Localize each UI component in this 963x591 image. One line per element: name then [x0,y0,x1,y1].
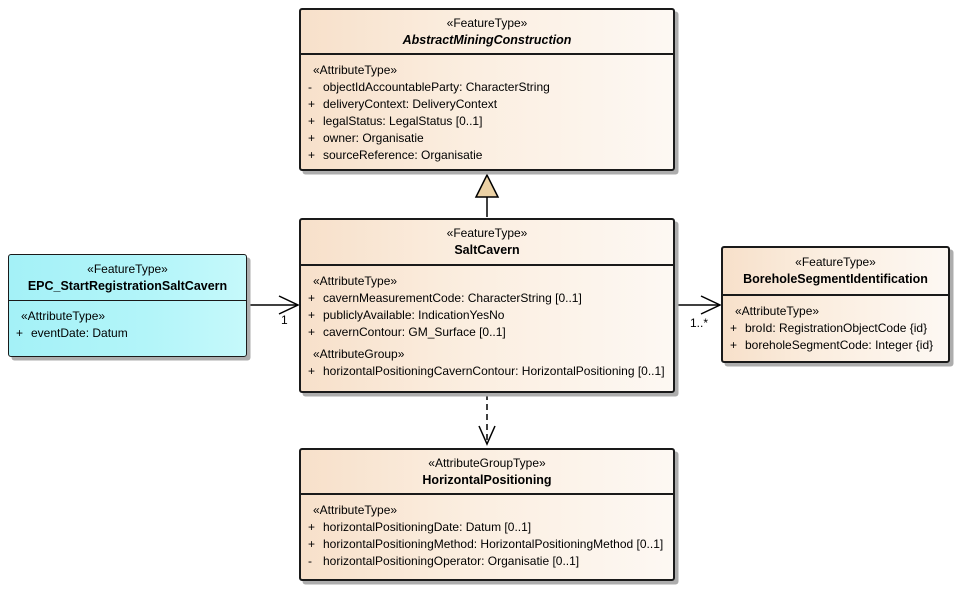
attribute-text: horizontalPositioningCavernContour: Hori… [323,364,665,378]
class-header: «FeatureType» SaltCavern [301,220,673,266]
class-horizontalpositioning[interactable]: «AttributeGroupType» HorizontalPositioni… [299,448,675,581]
attribute-row: + cavernContour: GM_Surface [0..1] [301,324,669,341]
attribute-row: + horizontalPositioningCavernContour: Ho… [301,363,669,380]
attribute-row: + legalStatus: LegalStatus [0..1] [301,113,669,130]
attribute-row: + horizontalPositioningDate: Datum [0..1… [301,519,669,536]
generalization-saltcavern-to-abstractminingconstruction[interactable] [474,173,500,217]
class-stereotype: «AttributeGroupType» [428,455,546,470]
attribute-text: eventDate: Datum [31,326,128,340]
attribute-row: + broId: RegistrationObjectCode {id} [723,320,944,337]
visibility-symbol: - [308,554,312,568]
class-saltcavern[interactable]: «FeatureType» SaltCavern «AttributeType»… [299,218,675,393]
multiplicity-label-saltcavern-borehole: 1..* [690,316,709,330]
class-name: AbstractMiningConstruction [402,32,572,47]
attribute-group-label: «AttributeType» [313,63,398,77]
generalization-triangle-icon [474,173,500,198]
class-attributes: «AttributeType» + eventDate: Datum [9,301,246,342]
visibility-symbol: + [308,148,316,162]
class-attributes: «AttributeType» + broId: RegistrationObj… [723,296,948,354]
attribute-group-label: «AttributeType» [313,503,398,517]
attribute-text: legalStatus: LegalStatus [0..1] [323,114,483,128]
visibility-symbol: + [308,308,316,322]
visibility-symbol: + [308,537,316,551]
class-header: «AttributeGroupType» HorizontalPositioni… [301,450,673,495]
visibility-symbol: + [308,97,316,111]
attribute-text: publiclyAvailable: IndicationYesNo [323,308,505,322]
open-arrowhead-icon [278,295,300,315]
attribute-text: horizontalPositioningOperator: Organisat… [323,554,580,568]
visibility-symbol: + [308,325,316,339]
dependency-saltcavern-to-horizontalpositioning[interactable] [478,394,496,446]
visibility-symbol: + [308,114,316,128]
visibility-symbol: + [730,321,738,335]
attribute-group-label: «AttributeType» [735,304,820,318]
visibility-symbol: + [308,131,316,145]
open-arrowhead-icon [700,295,722,315]
multiplicity-label-epc-saltcavern: 1 [281,313,288,327]
visibility-symbol: + [730,338,738,352]
class-header: «FeatureType» BoreholeSegmentIdentificat… [723,248,948,296]
class-attributes: «AttributeType» + cavernMeasurementCode:… [301,266,673,380]
attribute-row: - horizontalPositioningOperator: Organis… [301,553,669,570]
class-name: SaltCavern [454,243,520,257]
attribute-text: objectIdAccountableParty: CharacterStrin… [323,80,550,94]
class-stereotype: «FeatureType» [446,15,528,30]
attribute-text: horizontalPositioningMethod: HorizontalP… [323,537,664,551]
class-stereotype: «FeatureType» [446,226,528,240]
attribute-group-label: «AttributeGroup» [313,347,405,361]
attribute-row: + cavernMeasurementCode: CharacterString… [301,290,669,307]
visibility-symbol: + [308,520,316,534]
visibility-symbol: - [308,80,312,94]
visibility-symbol: + [16,326,24,340]
class-stereotype: «FeatureType» [795,255,876,269]
attribute-text: horizontalPositioningDate: Datum [0..1] [323,520,532,534]
attribute-group-label: «AttributeType» [313,274,398,288]
visibility-symbol: + [308,291,316,305]
class-name: HorizontalPositioning [422,472,552,487]
attribute-text: broId: RegistrationObjectCode {id} [745,321,928,335]
attribute-text: cavernContour: GM_Surface [0..1] [323,325,506,339]
attribute-group-label: «AttributeType» [21,309,106,323]
attribute-row: + deliveryContext: DeliveryContext [301,96,669,113]
attribute-row: + boreholeSegmentCode: Integer {id} [723,337,944,354]
class-header: «FeatureType» EPC_StartRegistrationSaltC… [9,255,246,301]
class-attributes: «AttributeType» + horizontalPositioningD… [301,495,673,570]
attribute-row: - objectIdAccountableParty: CharacterStr… [301,79,669,96]
attribute-row: + publiclyAvailable: IndicationYesNo [301,307,669,324]
attribute-text: cavernMeasurementCode: CharacterString [… [323,291,582,305]
attribute-text: deliveryContext: DeliveryContext [323,97,498,111]
class-name: EPC_StartRegistrationSaltCavern [27,278,228,293]
visibility-symbol: + [308,364,316,378]
class-abstractminingconstruction[interactable]: «FeatureType» AbstractMiningConstruction… [299,8,675,171]
attribute-row: + horizontalPositioningMethod: Horizonta… [301,536,669,553]
class-attributes: «AttributeType» - objectIdAccountablePar… [301,55,673,164]
class-epc-startregistrationsaltcavern[interactable]: «FeatureType» EPC_StartRegistrationSaltC… [8,254,247,357]
association-saltcavern-to-boreholesegmentidentification[interactable] [675,295,722,315]
association-epc-to-saltcavern[interactable] [247,295,300,315]
class-stereotype: «FeatureType» [87,261,168,276]
attribute-row: + owner: Organisatie [301,130,669,147]
class-boreholesegmentidentification[interactable]: «FeatureType» BoreholeSegmentIdentificat… [721,246,950,363]
attribute-text: owner: Organisatie [323,131,424,145]
attribute-row: + eventDate: Datum [9,325,242,342]
attribute-row: + sourceReference: Organisatie [301,147,669,164]
attribute-text: sourceReference: Organisatie [323,148,483,162]
class-header: «FeatureType» AbstractMiningConstruction [301,10,673,55]
class-name: BoreholeSegmentIdentification [743,272,928,286]
attribute-text: boreholeSegmentCode: Integer {id} [745,338,934,352]
open-arrowhead-icon [478,425,496,446]
